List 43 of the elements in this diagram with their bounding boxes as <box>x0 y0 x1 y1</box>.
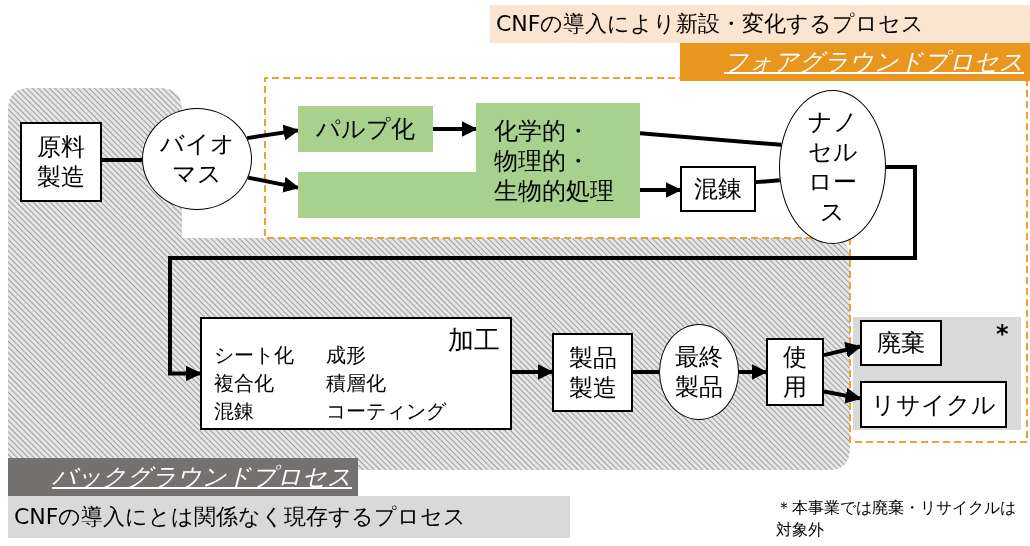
node-label: 製品製造 <box>567 342 618 403</box>
process-box <box>298 106 433 152</box>
process-box <box>552 333 633 412</box>
node-label: 最終製品 <box>674 342 724 402</box>
node-label: 混錬 <box>214 398 254 425</box>
connector-arrow <box>739 364 768 380</box>
node-label: シート化 <box>214 342 294 369</box>
process-box <box>680 166 756 212</box>
node-label: 化学的・物理的・生物的処理 <box>494 115 615 206</box>
node-label: コーティング <box>326 398 446 425</box>
process-box <box>860 320 942 366</box>
connector-arrow <box>247 175 300 193</box>
connector-arrow <box>433 121 478 137</box>
node-label: リサイクル <box>870 389 997 420</box>
foreground-process-title: フォアグラウンドプロセス <box>680 43 1030 81</box>
footnote-text: ＊本事業では廃棄・リサイクルは対象外 <box>775 497 1017 541</box>
process-box <box>20 122 102 202</box>
foreground-description: CNFの導入により新設・変化するプロセス <box>490 5 1030 43</box>
process-box <box>860 381 1007 428</box>
connector-arrow <box>512 364 554 380</box>
node-label: 混錬 <box>693 174 743 204</box>
connector-arrow <box>823 342 862 358</box>
node-label: 積層化 <box>326 370 386 397</box>
node-label: 使用 <box>782 342 808 402</box>
connector-arrow <box>246 124 300 141</box>
node-label: ナノセルロース <box>806 107 859 227</box>
node-label: 加工 <box>448 325 500 355</box>
node-label: 廃棄 <box>876 328 926 358</box>
node-label: 成形 <box>326 342 366 369</box>
connector-arrow <box>640 182 682 198</box>
process-box <box>476 103 640 218</box>
node-label: パルプ化 <box>315 114 416 144</box>
process-box <box>200 317 512 430</box>
background-process-title: バックグラウンドプロセス <box>8 458 358 496</box>
background-description: CNFの導入にとは関係なく現存するプロセス <box>8 496 570 538</box>
node-label: 複合化 <box>214 370 274 397</box>
node-label: バイオマス <box>159 129 235 189</box>
footnote-mark: * <box>996 322 1010 346</box>
connector-arrow <box>823 387 862 404</box>
node-label: 原料製造 <box>36 132 86 192</box>
connector-arrow <box>168 165 917 382</box>
process-box <box>766 338 824 406</box>
process-bar <box>298 172 478 218</box>
